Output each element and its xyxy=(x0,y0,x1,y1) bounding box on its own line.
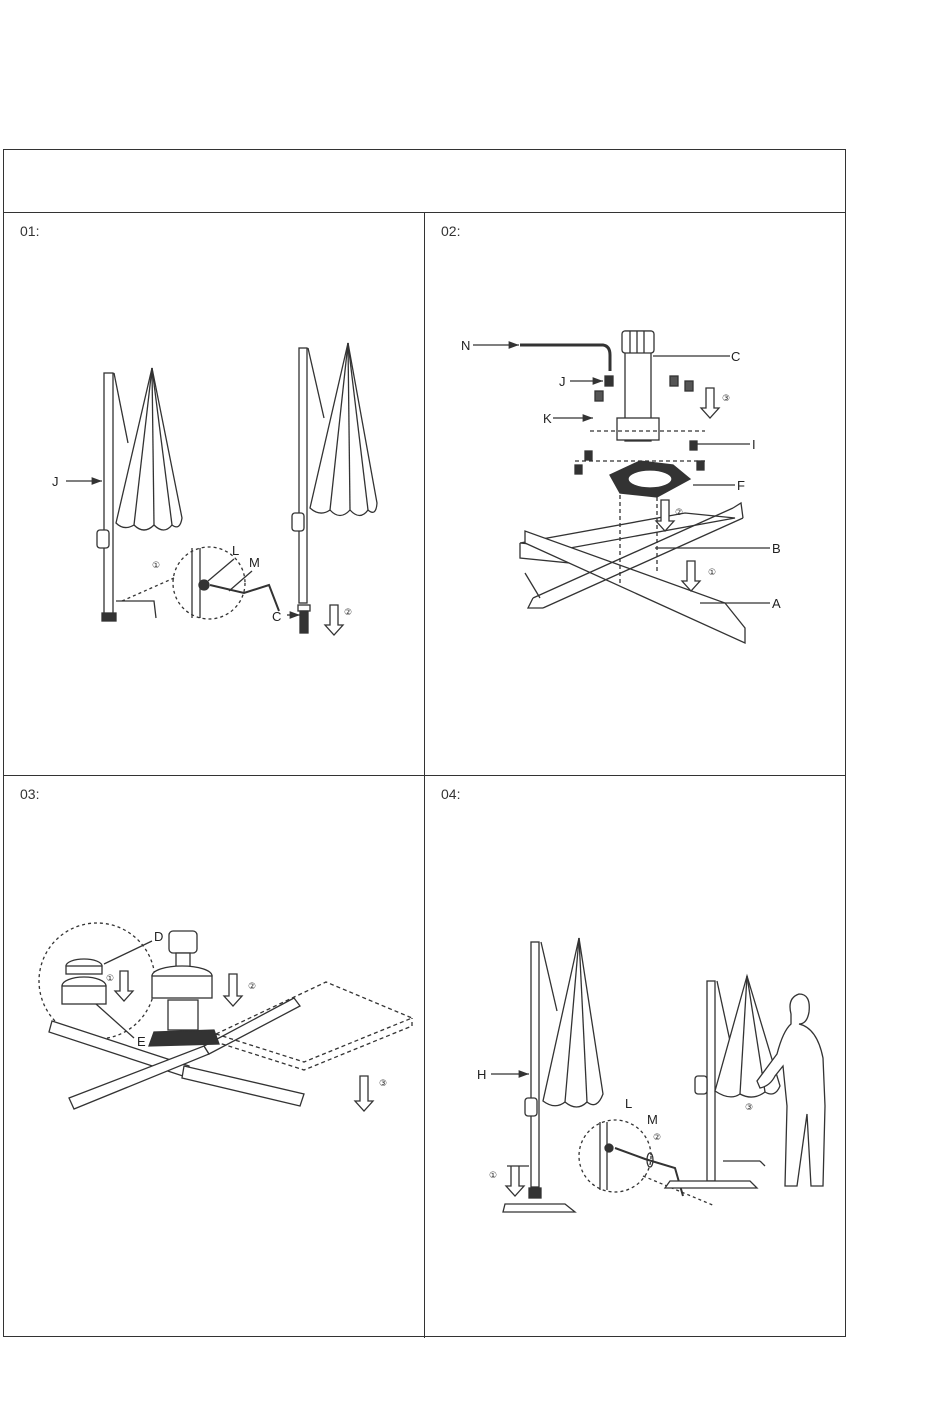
step-03-panel: 03: D ① E xyxy=(4,776,425,1338)
step-04-panel: 04: H ① xyxy=(425,776,845,1338)
callout-l: L xyxy=(232,543,239,558)
step-01-panel: 01: J xyxy=(4,213,425,776)
step-marker-3: ③ xyxy=(745,1103,753,1113)
callout-d: D xyxy=(154,929,163,944)
callout-c: C xyxy=(272,609,281,624)
callout-n: N xyxy=(461,338,470,353)
callout-i: I xyxy=(752,437,756,452)
callout-l: L xyxy=(625,1096,632,1111)
callout-e: E xyxy=(137,1034,146,1049)
base-bracket xyxy=(610,461,690,497)
step-marker-2: ② xyxy=(248,982,256,992)
callout-k: K xyxy=(543,411,552,426)
step-marker-2: ② xyxy=(675,508,683,518)
step-marker-3: ③ xyxy=(379,1079,387,1089)
callout-f: F xyxy=(737,478,745,493)
step-02-panel: 02: xyxy=(425,213,845,776)
pole-assembly xyxy=(149,931,219,1046)
step-marker-1: ① xyxy=(152,561,160,571)
callout-m: M xyxy=(249,555,260,570)
callout-b: B xyxy=(772,541,781,556)
assembly-instruction-sheet: 01: J xyxy=(3,149,846,1337)
step-marker-2: ② xyxy=(653,1133,661,1143)
step-marker-2: ② xyxy=(344,608,352,618)
callout-h: H xyxy=(477,1067,486,1082)
header-band xyxy=(4,150,845,213)
pole-sleeve xyxy=(617,331,659,441)
umbrella-folded-right xyxy=(292,343,377,633)
zoom-detail-circle xyxy=(579,1120,715,1206)
step-marker-1: ① xyxy=(708,568,716,578)
down-arrow-2 xyxy=(325,605,343,635)
step-02-illustration: C N J K I ③ xyxy=(425,213,844,775)
step-01-illustration: J ① L M xyxy=(4,213,424,775)
step-marker-3: ③ xyxy=(722,394,730,404)
step-04-illustration: H ① L M ② xyxy=(425,776,844,1336)
umbrella-folded-left xyxy=(97,368,182,621)
step-03-illustration: D ① E ② xyxy=(4,776,424,1336)
callout-m: M xyxy=(647,1112,658,1127)
callout-j: J xyxy=(559,374,566,389)
step-marker-1: ① xyxy=(489,1171,497,1181)
zoom-detail-circle xyxy=(39,923,155,1039)
step-marker-1: ① xyxy=(106,974,114,984)
callout-j: J xyxy=(52,474,59,489)
callout-c: C xyxy=(731,349,740,364)
handle-rod xyxy=(520,345,610,371)
handle-crank-left xyxy=(116,601,156,618)
callout-a: A xyxy=(772,596,781,611)
